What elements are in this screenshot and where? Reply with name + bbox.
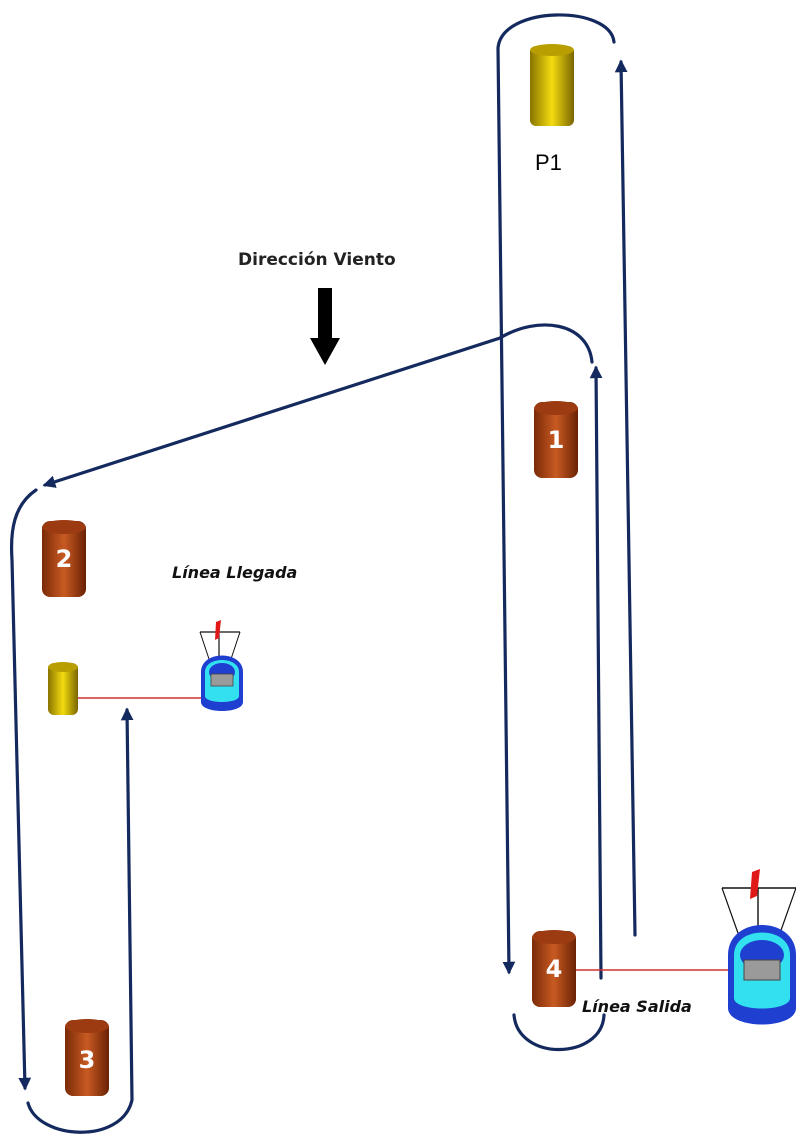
route-leg-start-to-1 bbox=[589, 365, 603, 980]
buoy-2: 2 bbox=[42, 520, 86, 597]
route-p1-rounding bbox=[496, 13, 616, 975]
route-buoy4-rounding bbox=[512, 1013, 606, 1052]
finish-line-label: Línea Llegada bbox=[172, 563, 297, 582]
finish-pin-mark bbox=[48, 662, 78, 715]
committee-boat-start bbox=[721, 869, 796, 1025]
wind-direction-arrow bbox=[310, 288, 340, 365]
buoy-4-number: 4 bbox=[546, 955, 563, 983]
course-route bbox=[9, 13, 637, 1134]
route-leg-to-p1 bbox=[614, 59, 637, 937]
committee-boat-finish bbox=[199, 620, 243, 711]
buoy-1-number: 1 bbox=[548, 426, 565, 454]
buoy-4: 4 bbox=[532, 930, 576, 1007]
mark-p1 bbox=[530, 44, 574, 126]
buoy-2-number: 2 bbox=[56, 545, 73, 573]
buoy-3: 3 bbox=[65, 1019, 109, 1096]
mark-p1-label: P1 bbox=[535, 150, 562, 175]
route-buoy3-rounding bbox=[26, 707, 134, 1134]
start-line-label: Línea Salida bbox=[582, 997, 692, 1016]
wind-direction-label: Dirección Viento bbox=[238, 250, 396, 270]
buoy-3-number: 3 bbox=[79, 1046, 96, 1074]
buoy-1: 1 bbox=[534, 401, 578, 478]
route-leg-2-to-3 bbox=[9, 488, 38, 1091]
route-leg-1-to-2 bbox=[42, 323, 594, 488]
